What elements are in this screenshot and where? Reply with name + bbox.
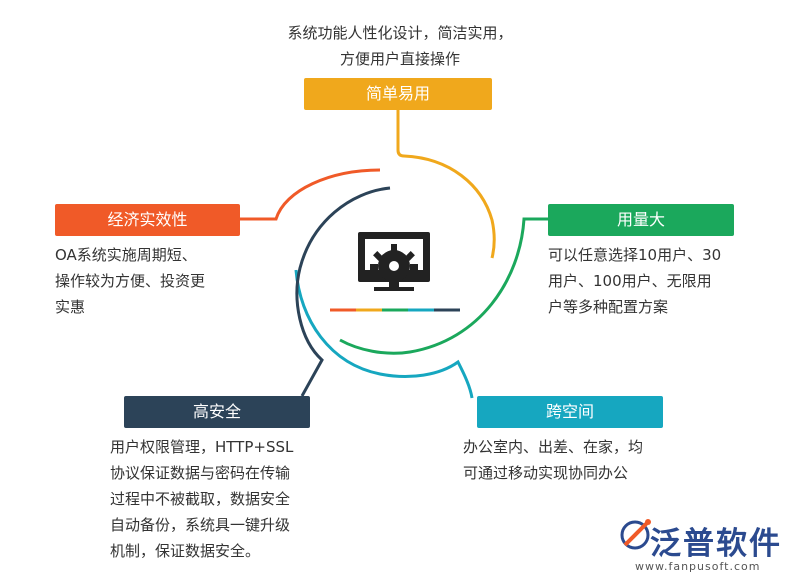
left-desc-line3: 实惠 [55,298,86,316]
tag-left-label: 经济实效性 [107,210,188,229]
logo-url: www.fanpusoft.com [635,560,761,573]
connector-left [240,168,381,221]
top-desc-line1: 系统功能人性化设计，简洁实用， [287,24,513,42]
tag-top: 简单易用 [304,78,492,110]
bottom-left-desc-line1: 用户权限管理，HTTP+SSL [110,438,294,456]
tag-bottom-right-label: 跨空间 [545,402,594,421]
tag-bottom-left: 高安全 [124,396,310,428]
right-desc-line2: 用户、100用户、无限用 [548,272,712,290]
connector-right [339,217,548,355]
tag-bottom-right: 跨空间 [477,396,663,428]
bottom-right-desc-line1: 办公室内、出差、在家，均 [463,438,644,456]
tag-bottom-left-label: 高安全 [192,402,241,421]
bottom-left-desc-line5: 机制，保证数据安全。 [110,542,261,560]
logo-name: 泛普软件 [650,526,782,562]
right-desc: 可以任意选择10用户、30 用户、100用户、无限用 户等多种配置方案 [548,242,778,320]
bottom-left-desc: 用户权限管理，HTTP+SSL 协议保证数据与密码在传输 过程中不被截取，数据安… [110,434,370,564]
bottom-left-desc-line2: 协议保证数据与密码在传输 [110,464,291,482]
bottom-right-desc: 办公室内、出差、在家，均 可通过移动实现协同办公 [463,434,723,486]
right-desc-line3: 户等多种配置方案 [548,298,669,316]
fanpu-logo-icon [620,519,651,550]
tag-right-label: 用量大 [616,210,665,229]
top-desc: 系统功能人性化设计，简洁实用， 方便用户直接操作 [275,20,525,72]
bottom-left-desc-line3: 过程中不被截取，数据安全 [110,490,291,508]
connector-bottom-right [294,269,474,399]
tag-left: 经济实效性 [55,204,240,236]
tag-right: 用量大 [548,204,734,236]
bottom-left-desc-line4: 自动备份，系统具一键升级 [110,516,291,534]
left-desc-line1: OA系统实施周期短、 [55,246,197,264]
top-desc-line2: 方便用户直接操作 [339,50,460,68]
monitor-gear-icon [358,232,430,291]
connector-bottom-left [295,186,391,397]
connector-top [396,110,496,259]
bottom-right-desc-line2: 可通过移动实现协同办公 [463,464,629,482]
left-desc-line2: 操作较为方便、投资更 [55,272,206,290]
right-desc-line1: 可以任意选择10用户、30 [548,246,722,264]
tag-top-label: 简单易用 [365,84,430,103]
left-desc: OA系统实施周期短、 操作较为方便、投资更 实惠 [55,242,255,320]
